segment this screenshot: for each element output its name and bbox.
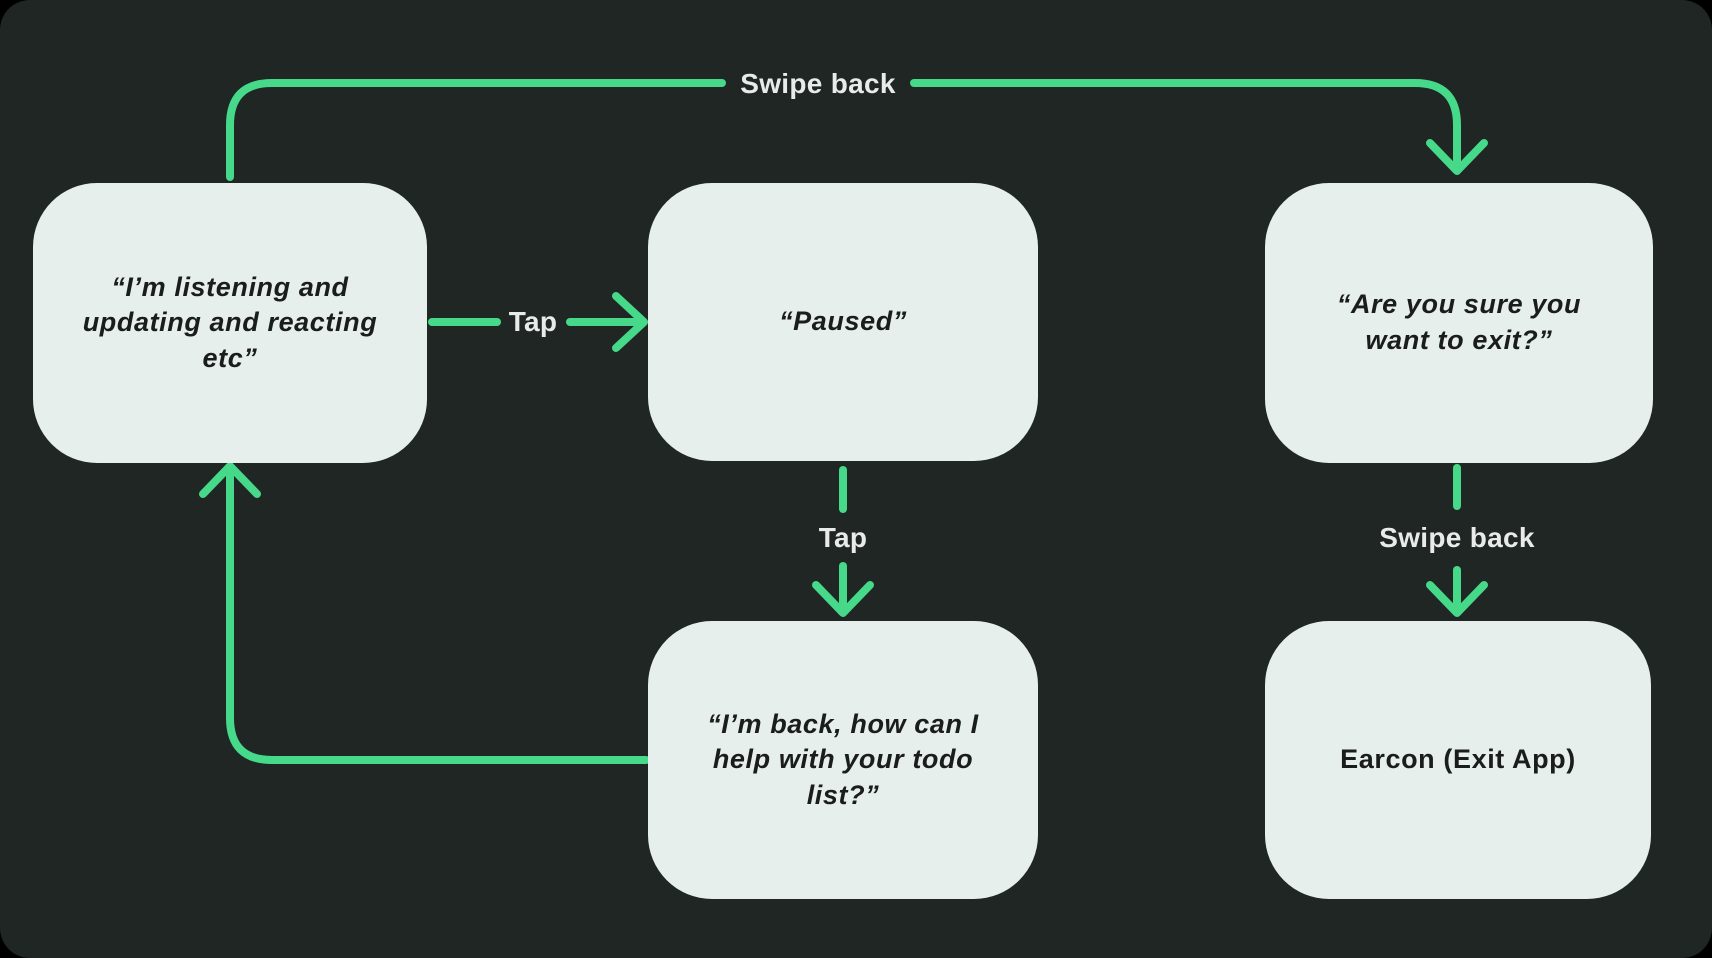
node-paused: “Paused” — [648, 183, 1038, 461]
node-earcon: Earcon (Exit App) — [1265, 621, 1651, 899]
edge-label-swipe-back-top: Swipe back — [740, 68, 896, 99]
node-exit-confirm-text: “Are you sure you want to exit?” — [1336, 289, 1582, 355]
arrowhead-up-into-listening — [199, 462, 261, 498]
arrowhead-right-into-paused — [612, 292, 648, 352]
edge-swipe-back-top-out — [226, 79, 726, 181]
edge-return-loop — [226, 468, 650, 764]
arrowhead-down-into-back — [812, 581, 874, 617]
node-exit-confirm: “Are you sure you want to exit?” — [1265, 183, 1653, 463]
edge-label-swipe-back-vertical: Swipe back — [1379, 522, 1535, 553]
node-earcon-text: Earcon (Exit App) — [1340, 744, 1576, 775]
node-back: “I’m back, how can I help with your todo… — [648, 621, 1038, 899]
arrowhead-down-into-earcon — [1426, 581, 1488, 617]
node-listening-text: “I’m listening and updating and reacting… — [82, 271, 378, 373]
edge-label-tap-horizontal: Tap — [508, 306, 558, 337]
node-listening: “I’m listening and updating and reacting… — [33, 183, 427, 463]
node-back-text: “I’m back, how can I help with your todo… — [707, 708, 979, 810]
node-paused-text: “Paused” — [779, 306, 907, 337]
edge-swipe-back-top-in — [910, 79, 1461, 167]
edge-label-tap-vertical: Tap — [818, 522, 868, 553]
arrowhead-down-into-exit-confirm — [1426, 139, 1488, 175]
